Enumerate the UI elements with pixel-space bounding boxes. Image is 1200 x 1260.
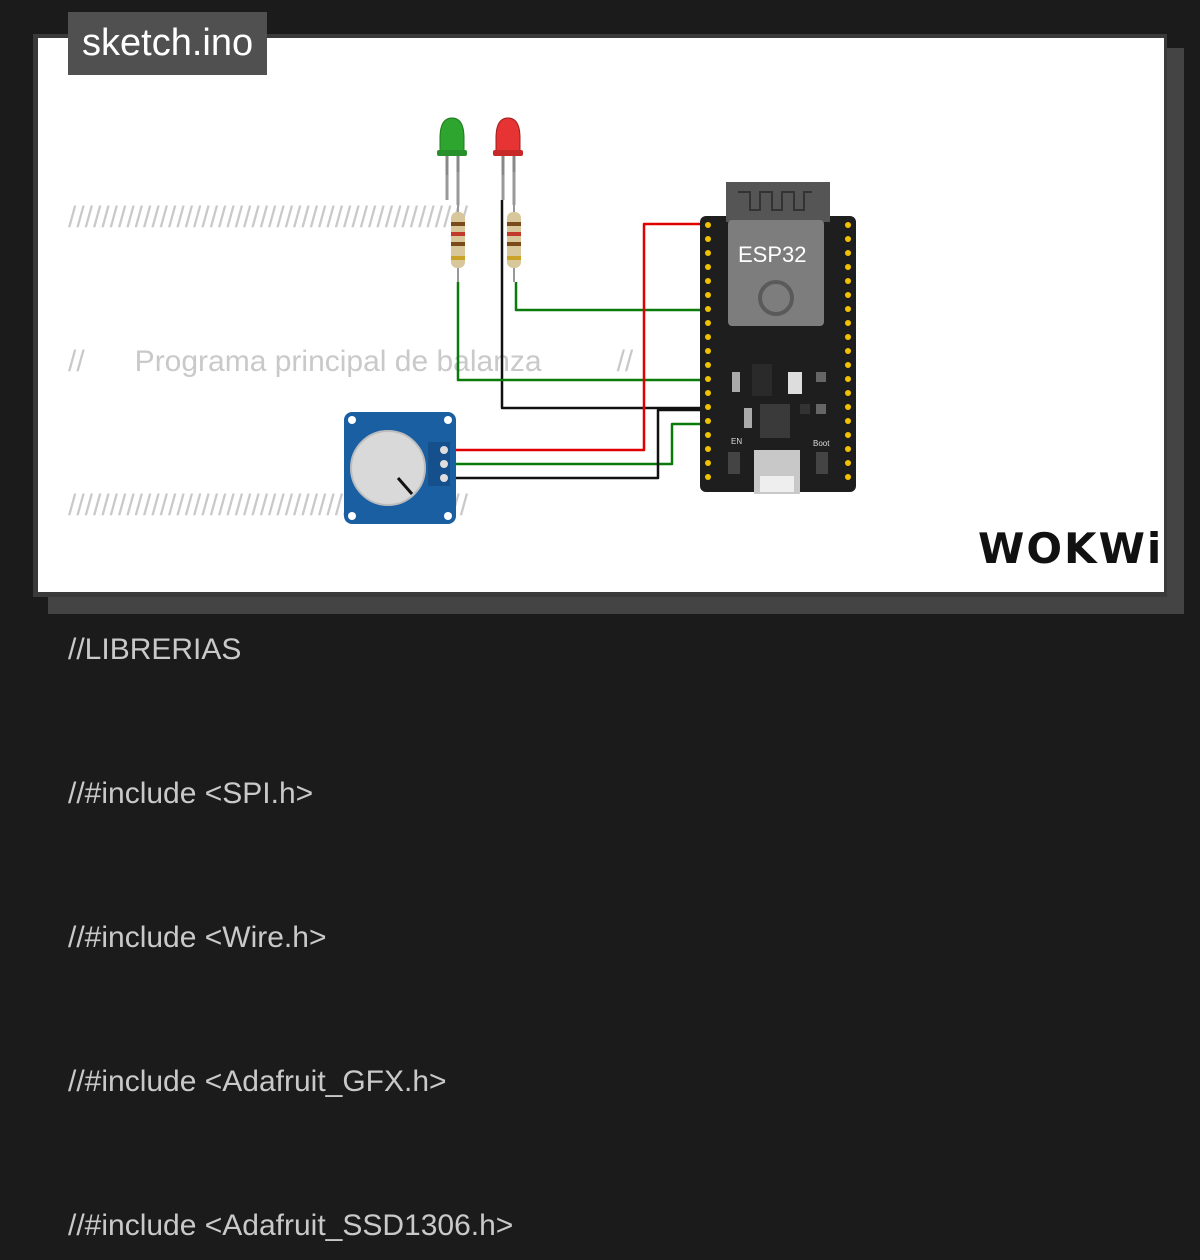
resistor-1[interactable] [451,205,465,282]
header-pin [845,320,851,326]
header-pin [845,460,851,466]
header-pin [705,320,711,326]
code-line: //LIBRERIAS [68,633,242,666]
header-pin [705,474,711,480]
header-pin [845,250,851,256]
code-line: //#include <Adafruit_SSD1306.h> [68,1209,514,1242]
header-pin [845,278,851,284]
resistor-2[interactable] [507,205,521,282]
header-pin [705,250,711,256]
header-pin [705,222,711,228]
header-pin [845,348,851,354]
header-pin [845,390,851,396]
header-pin [705,446,711,452]
header-pin [845,376,851,382]
green-led[interactable] [437,117,467,175]
code-line: //#include <SPI.h> [68,777,314,810]
header-pin [845,292,851,298]
preview-card [38,38,1164,592]
code-line: //#include <Wire.h> [68,921,327,954]
header-pin [845,404,851,410]
header-pin [705,264,711,270]
header-pin [705,460,711,466]
header-pin [845,418,851,424]
header-pin [705,348,711,354]
header-pin [845,334,851,340]
header-pin [705,292,711,298]
pin-header-right [845,222,851,480]
code-line: ////////////////////////////////////////… [68,201,469,234]
header-pin [705,432,711,438]
header-pin [845,446,851,452]
header-pin [705,306,711,312]
header-pin [705,376,711,382]
potentiometer[interactable] [344,412,456,524]
header-pin [845,432,851,438]
header-pin [845,474,851,480]
header-pin [705,236,711,242]
code-line: // Programa principal de balanza // [68,345,634,378]
red-led[interactable] [493,117,523,175]
header-pin [845,264,851,270]
header-pin [845,222,851,228]
file-tab[interactable]: sketch.ino [68,12,268,75]
header-pin [845,362,851,368]
header-pin [845,236,851,242]
header-pin [705,390,711,396]
pin-header-left [705,222,711,480]
code-line: //#include <Adafruit_GFX.h> [68,1065,447,1098]
en-label: EN [731,437,742,446]
boot-label: Boot [813,439,830,448]
circuit-diagram: ESP32 EN Boot [344,117,856,524]
header-pin [705,278,711,284]
header-pin [705,362,711,368]
wires [444,200,706,480]
header-pin [845,306,851,312]
wokwi-logo: WOKWi [978,524,1164,573]
header-pin [705,418,711,424]
board-label: ESP32 [738,242,807,267]
header-pin [705,404,711,410]
header-pin [705,334,711,340]
esp32-board[interactable] [700,182,856,494]
